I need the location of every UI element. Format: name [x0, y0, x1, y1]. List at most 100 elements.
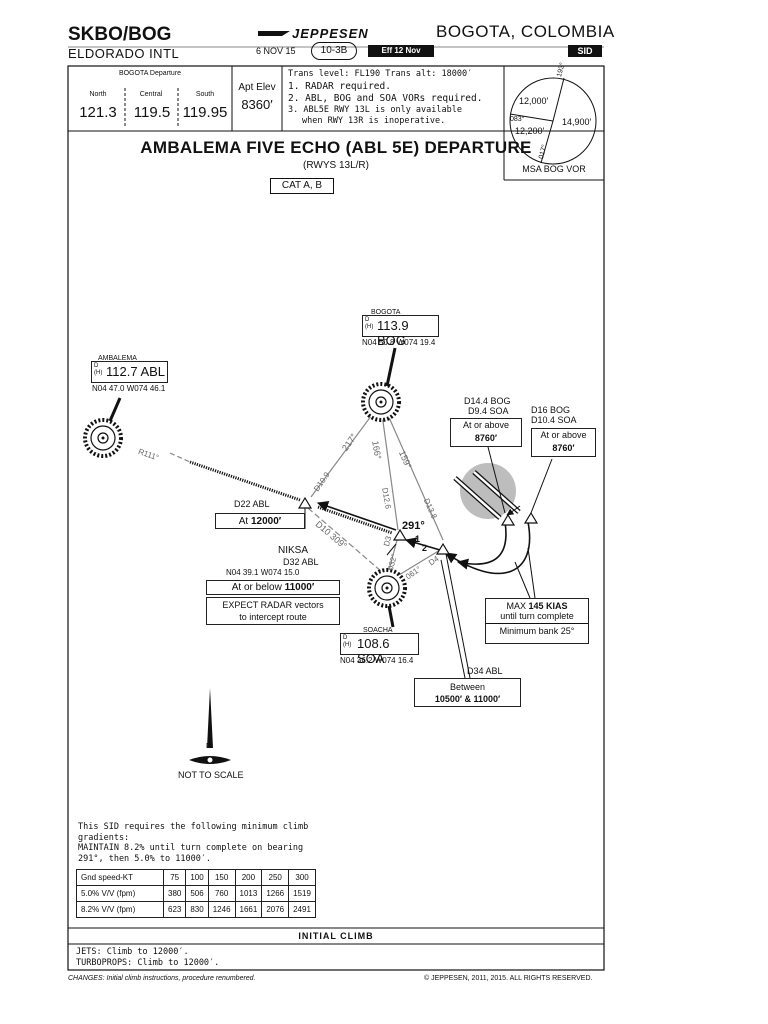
fix-triangles — [297, 496, 539, 555]
vor-ambalema-symbol — [83, 418, 123, 458]
north-arrow-icon — [189, 688, 231, 764]
jeppesen-logo-icon — [258, 31, 290, 36]
fix-d34-abl-label: D34 ABL — [467, 666, 503, 676]
initial-climb-jets: JETS: Climb to 12000′. — [76, 947, 189, 957]
fix-niksa-coords: N04 39.1 W074 15.0 — [226, 568, 300, 577]
trans-level: Trans level: FL190 Trans alt: 18000′ — [288, 69, 473, 79]
procedure-category: CAT A, B — [270, 178, 334, 194]
comms-title: BOGOTA Departure — [118, 70, 182, 77]
fix-niksa — [392, 528, 408, 541]
table-cell: 300 — [288, 869, 316, 886]
navaid-soacha-box: D (H) 108.6 SOA — [340, 633, 419, 666]
footer-copyright: © JEPPESEN, 2011, 2015. ALL RIGHTS RESER… — [424, 975, 593, 982]
comms-south-label: South — [195, 91, 215, 98]
leader-lines — [304, 446, 553, 679]
table-cell: 1519 — [288, 885, 316, 902]
table-cell: 2076 — [261, 901, 290, 918]
table-cell: 830 — [185, 901, 209, 918]
table-cell: 506 — [185, 885, 209, 902]
navaid-ambalema-freq: 112.7 ABL — [106, 364, 166, 379]
fix-d34-constraint-text: Between — [449, 682, 486, 692]
navaid-ambalema-coords: N04 47.0 W074 46.1 — [92, 384, 166, 393]
min-bank: Minimum bank 25° — [486, 623, 588, 636]
fix-d22-constraint: At 12000′ — [215, 513, 305, 529]
msa-alt-right: 14,900′ — [562, 117, 592, 127]
fix-d16-bog-label: D16 BOG — [531, 405, 571, 415]
fix-d14-constraint-alt: 8760′ — [474, 433, 498, 443]
note-3a: 3. ABL5E RWY 13L is only available — [288, 105, 462, 115]
comms-south-freq: 119.95 — [182, 104, 228, 121]
vor-soacha-symbol — [367, 568, 407, 608]
table-cell: 8.2% V/V (fpm) — [76, 901, 164, 918]
table-row: 5.0% V/V (fpm) 380 506 760 1013 1266 151… — [76, 885, 316, 902]
table-cell: 623 — [162, 901, 187, 918]
table-cell: 150 — [207, 869, 236, 886]
fix-d14-bog — [500, 513, 516, 526]
fix-d14-constraint: At or above 8760′ — [450, 418, 522, 447]
footer-changes: CHANGES: Initial climb instructions, pro… — [68, 975, 256, 982]
msa-alt-bottom-left: 12,200′ — [515, 126, 545, 136]
fix-niksa-constraint: At or below 11000′ — [206, 580, 340, 595]
navaid-soacha-name: SOACHA — [363, 627, 393, 634]
not-to-scale: NOT TO SCALE — [178, 770, 244, 780]
elevation-label: Apt Elev — [238, 82, 276, 93]
table-cell: 250 — [261, 869, 290, 886]
navaid-soacha-class: D (H) — [343, 635, 352, 648]
chart-number: 10-3B — [311, 42, 357, 60]
table-cell: 1013 — [234, 885, 263, 902]
table-cell: 760 — [207, 885, 236, 902]
comms-central-freq: 119.5 — [133, 104, 171, 121]
note-3b: when RWY 13R is inoperative. — [302, 116, 446, 126]
fix-d22-prefix: At — [238, 516, 249, 527]
fix-d22-abl-label: D22 ABL — [234, 499, 270, 509]
navaid-ambalema-class: D (H) — [94, 363, 103, 376]
msa-alt-top-left: 12,000′ — [519, 96, 549, 106]
shaded-area — [460, 463, 516, 519]
fix-niksa-dist: D32 ABL — [283, 557, 319, 567]
navaid-soacha-coords: N04 36.2 W074 16.4 — [340, 656, 414, 665]
fix-d34-abl — [435, 542, 451, 555]
navaid-bogota-coords: N04 50.8 W074 19.4 — [362, 338, 436, 347]
airport-code: SKBO/BOG — [68, 24, 172, 45]
procedure-runways: (RWYS 13L/R) — [303, 160, 369, 171]
msa-label: MSA BOG VOR — [522, 164, 586, 174]
navaid-ambalema-name: AMBALEMA — [98, 355, 137, 362]
expect-radar-line1: EXPECT RADAR vectors — [222, 600, 324, 610]
climb-line2: gradients: — [78, 832, 130, 843]
fix-d10-soa-label: D10.4 SOA — [531, 415, 577, 425]
table-cell: 100 — [185, 869, 209, 886]
fix-d34-constraint: Between 10500′ & 11000′ — [414, 678, 521, 707]
fix-niksa-constraint-alt: 11000′ — [284, 582, 315, 593]
climb-gradient-text: This SID requires the following minimum … — [78, 822, 308, 864]
navaid-bogota-name: BOGOTA — [371, 309, 401, 316]
climb-line3: MAINTAIN 8.2% until turn complete on bea… — [78, 843, 304, 853]
table-row: Gnd speed-KT 75 100 150 200 250 300 — [76, 869, 316, 886]
track-abl — [189, 460, 393, 535]
navaid-bogota-freq: 113.9 BOG — [377, 318, 409, 348]
airport-name: ELDORADO INTL — [68, 46, 180, 61]
expect-radar-line2: to intercept route — [239, 612, 307, 622]
msa-bearing-083: 083° — [510, 116, 525, 123]
vor-bogota-symbol — [361, 382, 401, 422]
table-cell: 1266 — [261, 885, 290, 902]
route-r291: 291° — [402, 520, 425, 532]
speed-until-turn: until turn complete — [500, 611, 574, 621]
fix-d22-abl — [297, 496, 313, 509]
table-cell: 200 — [234, 869, 263, 886]
location: BOGOTA, COLOMBIA — [436, 22, 615, 41]
msa-circle — [509, 77, 597, 165]
fix-d16-constraint-alt: 8760′ — [552, 443, 575, 453]
fix-niksa-name: NIKSA — [278, 545, 309, 556]
chart-date: 6 NOV 15 — [256, 46, 296, 56]
table-cell: 75 — [162, 869, 187, 886]
table-cell: 2491 — [288, 901, 316, 918]
climb-line4: 291°, then 5.0% to 11000′. — [78, 853, 212, 864]
initial-climb-turboprops: TURBOPROPS: Climb to 12000′. — [76, 958, 220, 968]
departure-tracks — [316, 501, 531, 575]
comms-north-freq: 121.3 — [79, 104, 117, 121]
speed-max-value: 145 KIAS — [528, 601, 568, 611]
navaid-bogota-box: D (H) 113.9 BOG — [362, 315, 439, 348]
table-cell: Gnd speed-KT — [76, 869, 164, 886]
route-n1: 1 — [415, 534, 421, 544]
expect-radar-box: EXPECT RADAR vectors to intercept route — [206, 597, 340, 625]
